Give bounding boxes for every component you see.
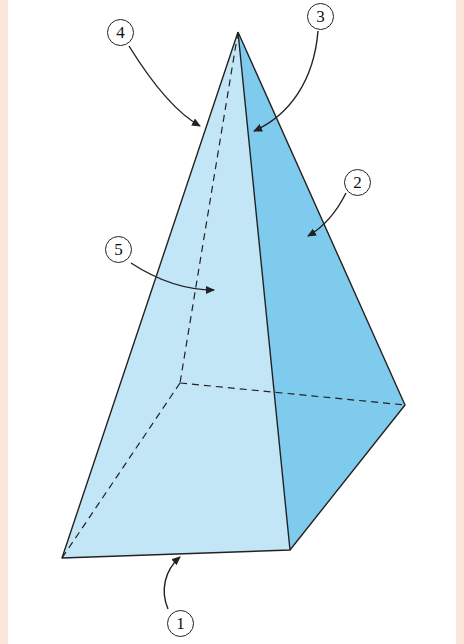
callout-number: 2 — [353, 174, 362, 191]
callout-circle: 4 — [107, 19, 134, 46]
callout-circle: 2 — [344, 169, 371, 196]
leader-arrows — [129, 31, 346, 609]
visible-edges — [62, 32, 405, 558]
callout-circle: 3 — [307, 3, 334, 30]
right-face — [238, 32, 405, 550]
hidden-edges — [62, 32, 405, 558]
callout-number: 4 — [116, 24, 125, 41]
callout-number: 3 — [316, 8, 325, 25]
callout-number: 5 — [114, 241, 123, 258]
callout-number: 1 — [176, 615, 185, 632]
callout-circle: 1 — [167, 610, 194, 637]
callout-circle: 5 — [105, 236, 132, 263]
